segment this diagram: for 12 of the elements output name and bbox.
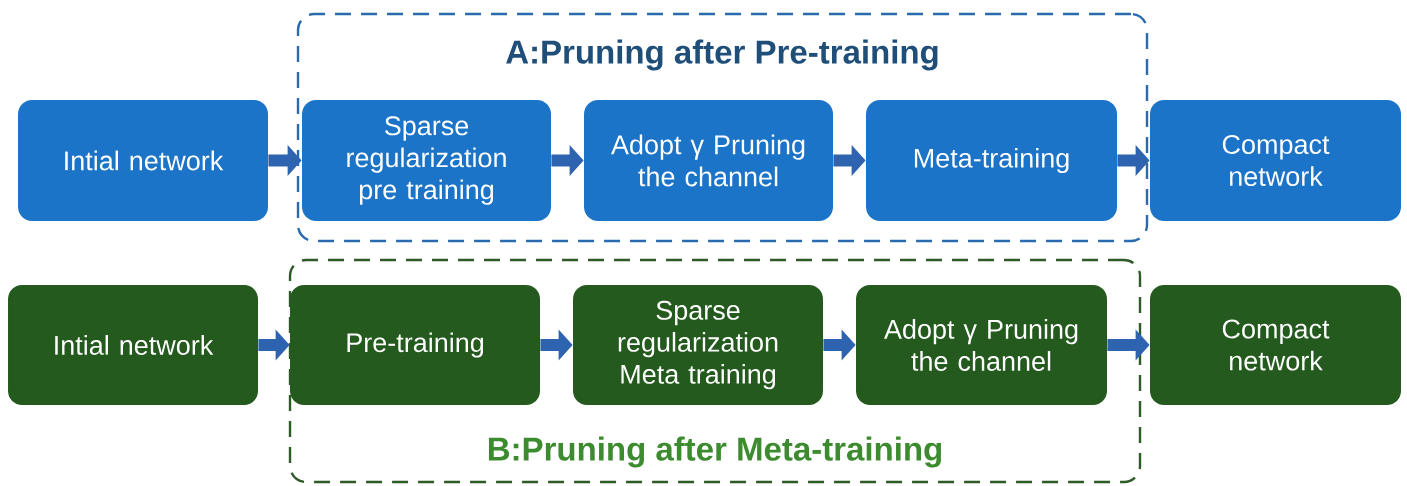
process-box: Meta-training <box>866 100 1117 221</box>
process-box: Compact network <box>1150 285 1401 405</box>
process-box: Sparse regularization Meta training <box>573 285 823 405</box>
frame-title: B:Pruning after Meta-training <box>488 436 941 468</box>
process-box: Pre-training <box>290 285 540 405</box>
process-box: Intial network <box>18 100 268 221</box>
process-box: Compact network <box>1150 100 1401 221</box>
process-box: Sparse regularization pre training <box>302 100 551 221</box>
process-box: Adopt γ Pruning the channel <box>856 285 1107 405</box>
frame-title: A:Pruning after Pre-training <box>506 39 938 71</box>
process-box: Adopt γ Pruning the channel <box>584 100 833 221</box>
process-box: Intial network <box>8 285 258 405</box>
